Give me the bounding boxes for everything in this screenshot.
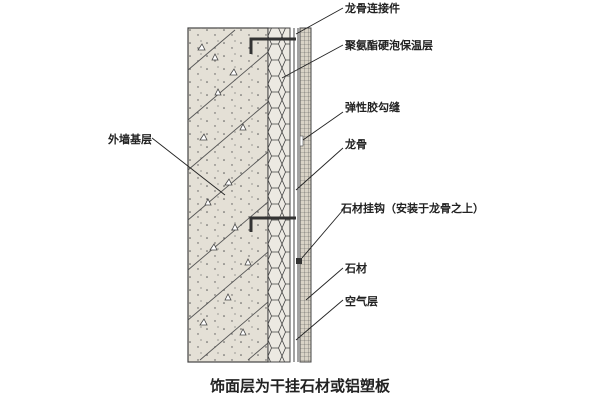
label-air-layer: 空气层 [345, 294, 378, 308]
insulation-layer [267, 27, 291, 363]
label-stone-hook: 石材挂钩（安装于龙骨之上） [340, 201, 484, 215]
leader-lines [151, 7, 344, 341]
label-stone: 石材 [344, 261, 367, 275]
diagram-caption: 饰面层为干挂石材或铝塑板 [210, 377, 391, 395]
stone-hook [296, 258, 302, 264]
sealant-joint [299, 135, 304, 147]
label-keel-connector: 龙骨连接件 [344, 1, 400, 15]
label-base-wall: 外墙基层 [107, 132, 152, 146]
air-layer [293, 28, 299, 362]
label-keel: 龙骨 [344, 137, 367, 151]
stone-layer [299, 27, 312, 363]
keel-connector-brackets [249, 37, 296, 232]
label-sealant-joint: 弹性胶勾缝 [345, 100, 400, 114]
base-wall-layer [187, 27, 269, 363]
label-insulation: 聚氨酯硬泡保温层 [344, 38, 433, 52]
